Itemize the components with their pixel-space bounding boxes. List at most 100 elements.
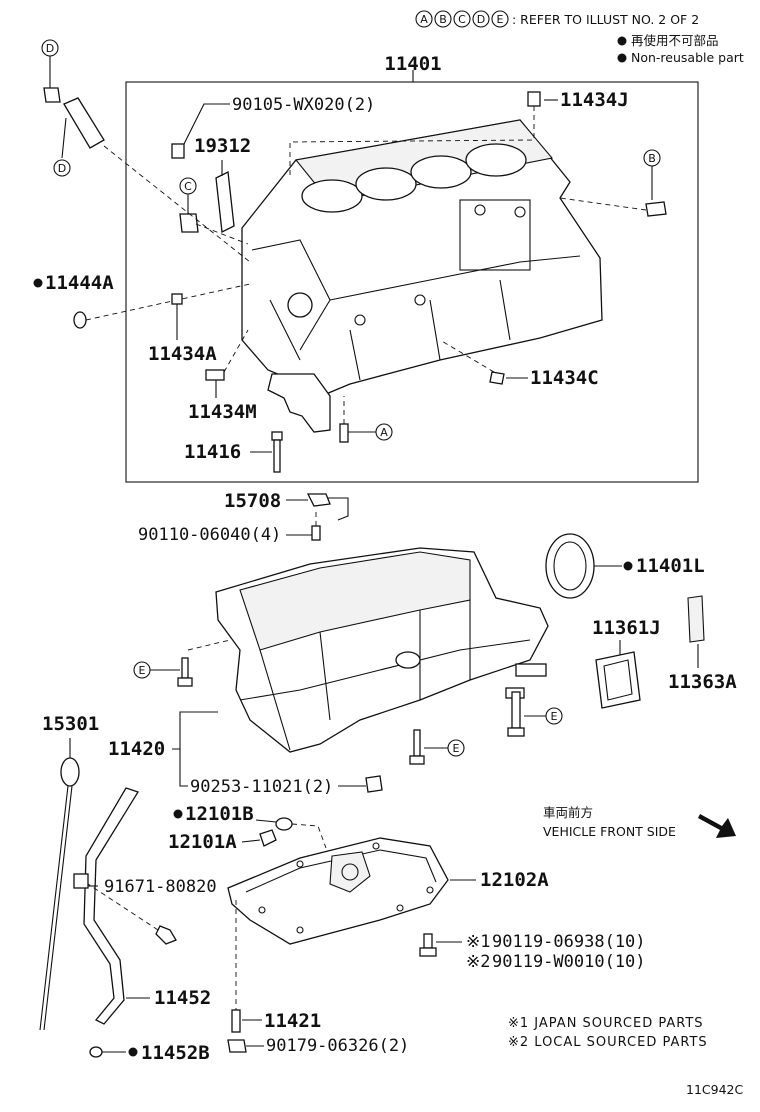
plate-11361j-icon: [595, 651, 641, 709]
dowel-a-icon: [339, 423, 349, 443]
nonreusable-dot-icon: [173, 809, 183, 819]
legend-letter-c: C: [458, 13, 466, 26]
legend-nonreusable-jp: 再使用不可部品: [631, 33, 719, 48]
oil-pan-drawing: [227, 837, 449, 945]
vehicle-front-en: VEHICLE FRONT SIDE: [543, 824, 676, 839]
callout-e-mid-marker: [447, 739, 465, 757]
gasket-12101b-icon: [275, 817, 293, 831]
bolt-90110-icon: [311, 525, 321, 541]
nonreusable-dot-icon: [128, 1047, 138, 1057]
bolt-e-mid-icon: [409, 755, 425, 765]
legend-letter-d: D: [477, 13, 485, 26]
footnote-japan-sourced: ※1 JAPAN SOURCED PARTS: [508, 1016, 704, 1031]
bearing-cap-icon: [267, 373, 331, 433]
plug-12101a-icon: [259, 829, 277, 847]
pin-11434c-icon: [489, 371, 505, 385]
footnote-local-sourced: ※2 LOCAL SOURCED PARTS: [508, 1035, 708, 1050]
pin-11434a-icon: [171, 293, 183, 305]
label-90253-11021: 90253-11021(2): [190, 777, 333, 797]
plug-90253-icon: [365, 775, 383, 793]
label-11421: 11421: [264, 1010, 321, 1032]
nonreusable-dot-icon: [617, 53, 627, 63]
legend-letter-a: A: [420, 13, 428, 26]
nonreusable-dot-icon: [617, 36, 627, 46]
mark-90119-japan: ※1: [466, 932, 490, 952]
illustration-id: 11C942C: [686, 1082, 743, 1097]
nonreusable-dot-icon: [623, 561, 633, 571]
dipstick-handle-icon: [60, 757, 80, 787]
pin-11434m-icon: [205, 369, 225, 381]
vehicle-front-jp: 車両前方: [543, 805, 593, 820]
label-12101b: 12101B: [185, 803, 254, 825]
legend-nonreusable-en: Non-reusable part: [631, 50, 744, 65]
oil-seal-11401l-icon: [545, 533, 595, 599]
callout-c-letter: C: [184, 180, 192, 193]
label-11416: 11416: [184, 441, 241, 463]
bolt-e-left-icon: [177, 677, 193, 687]
callout-a-letter: A: [380, 426, 388, 439]
block-group-frame: [125, 81, 699, 483]
legend-letter-b: B: [439, 13, 447, 26]
label-90110-06040: 90110-06040(4): [138, 525, 281, 545]
label-12101a: 12101A: [168, 831, 237, 853]
sensor-cap-icon: [43, 87, 61, 103]
bolt-e-right-icon: [507, 727, 525, 737]
label-11420: 11420: [108, 738, 165, 760]
callout-b-letter: B: [648, 152, 656, 165]
callout-d-bottom-marker: [53, 159, 71, 177]
label-90179-06326: 90179-06326(2): [266, 1036, 409, 1056]
bracket-15708-icon: [306, 493, 331, 507]
legend-refer-text: : REFER TO ILLUST NO. 2 OF 2: [512, 12, 699, 27]
label-11434m: 11434M: [188, 401, 257, 423]
bolt-90105-icon: [171, 143, 185, 159]
bolt-11416-icon: [273, 439, 281, 473]
spacer-11363a-icon: [687, 595, 705, 643]
label-11434j: 11434J: [560, 89, 629, 111]
mark-90119-local: ※2: [466, 952, 490, 972]
callout-e-mid-letter: E: [453, 742, 460, 755]
cylinder-block-drawing: [241, 119, 603, 395]
plug-bolt-icon: [179, 213, 199, 233]
nut-90179-icon: [227, 1039, 247, 1053]
pin-11434j-icon: [527, 91, 541, 107]
knock-sensor-icon: [63, 97, 105, 149]
callout-d-top-letter: D: [46, 42, 54, 55]
label-11452: 11452: [154, 987, 211, 1009]
bolt-91671-icon: [155, 925, 177, 945]
label-90119-06938: 90119-06938(10): [492, 932, 646, 952]
bracket-19312-icon: [215, 171, 235, 233]
label-19312: 19312: [194, 135, 251, 157]
label-91671-80820: 91671-80820: [104, 877, 217, 897]
dipstick-guide-icon: [83, 787, 139, 1025]
label-15708: 15708: [224, 490, 281, 512]
stud-11421-icon: [231, 1009, 241, 1033]
o-ring-11444a-icon: [73, 311, 87, 329]
label-11444a: 11444A: [45, 272, 114, 294]
callout-d-bottom-letter: D: [58, 162, 66, 175]
label-11363a: 11363A: [668, 671, 737, 693]
label-11401l: 11401L: [636, 555, 705, 577]
pin-b-icon: [645, 201, 667, 217]
label-11434a: 11434A: [148, 343, 217, 365]
label-11401: 11401: [384, 53, 441, 75]
label-90105-wx020: 90105-WX020(2): [232, 95, 375, 115]
label-11434c: 11434C: [530, 367, 599, 389]
guide-bracket-icon: [73, 873, 89, 889]
label-11361j: 11361J: [592, 617, 661, 639]
nonreusable-dot-icon: [33, 278, 43, 288]
front-arrow-icon: [698, 814, 736, 838]
label-15301: 15301: [42, 713, 99, 735]
legend-callout-letters: A B C D E: [415, 10, 509, 28]
callout-a-marker: [375, 423, 393, 441]
label-12102a: 12102A: [480, 869, 549, 891]
callout-e-left-letter: E: [139, 664, 146, 677]
o-ring-11452b-icon: [89, 1046, 103, 1058]
callout-e-right-marker: [545, 707, 563, 725]
crankcase-drawing: [215, 547, 549, 753]
label-90119-w0010: 90119-W0010(10): [492, 952, 646, 972]
callout-e-right-letter: E: [551, 710, 558, 723]
legend-letter-e: E: [497, 13, 504, 26]
bolt-90119-icon: [419, 947, 437, 957]
